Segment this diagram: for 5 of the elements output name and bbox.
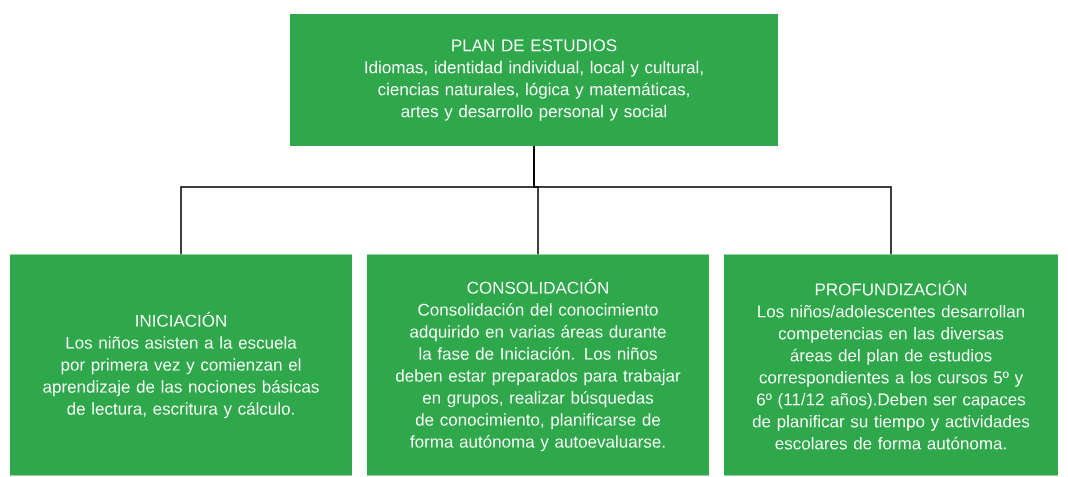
stage-box: PROFUNDIZACIÓN Los niños/adolescentes desarrollan competencias en las diversas áreas del plan de estudios correspondientes a los cursos 5º y 6º (11/12 años).Deben ser capaces de planificar su tiempo y actividades escolares de forma autónoma. xyxy=(724,254,1058,476)
stage-box: INICIACIÓN Los niños asisten a la escuela por primera vez y comienzan el aprendizaje de las nociones básicas de lectura, escritura y cálculo. xyxy=(10,254,352,476)
stage-box: PLAN DE ESTUDIOS Idiomas, identidad individual, local y cultural, ciencias naturales, lógica y matemáticas, artes y desarrollo personal y social xyxy=(290,14,778,146)
connector-line xyxy=(533,145,892,256)
stage-box: CONSOLIDACIÓN Consolidación del conocimiento adquirido en varias áreas durante la fase de Iniciación. Los niños deben estar preparados para trabajar en grupos, realizar búsquedas de conocimiento, planificarse de forma autónoma y autoevaluarse. xyxy=(367,254,709,476)
